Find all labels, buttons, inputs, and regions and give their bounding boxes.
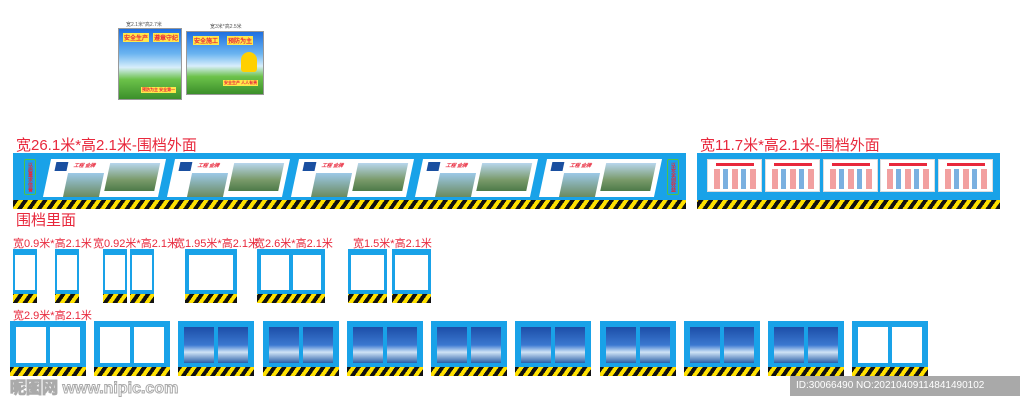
banner-segment: 工程 金牌 [538,159,663,197]
safety-poster: 安全施工 预防为主 安全生产 人人有责 [186,31,264,95]
safety-board [938,159,993,192]
poster-slogan: 遵章守纪 [153,33,180,42]
size-label: 宽1.95米*高2.1米 [174,238,259,250]
hoarding-panel [263,321,339,376]
poster-slogan: 预防为主 安全第一 [141,87,177,93]
hoarding-panel [600,321,676,376]
hoarding-panel [10,321,86,376]
hoarding-panel [178,321,254,376]
hazard-stripe [263,367,339,376]
hazard-stripe [130,294,154,303]
safety-board [880,159,935,192]
hazard-stripe [347,367,423,376]
hoarding-panel [347,321,423,376]
hazard-stripe [13,294,37,303]
banner-segment: 工程 金牌 [166,159,291,197]
left-slogan: 以质量求信誉 [24,159,36,195]
hazard-stripe [392,294,431,303]
hoarding-panel [130,249,154,303]
hazard-stripe [103,294,127,303]
safety-poster: 安全生产 遵章守纪 预防为主 安全第一 [118,28,182,100]
inner-section-title: 围档里面 [16,212,77,229]
poster-size-label: 宽3米*高2.5米 [210,24,242,30]
hazard-stripe [768,367,844,376]
poster-size-label: 宽2.1米*高2.7米 [126,22,162,28]
hazard-stripe [348,294,387,303]
hazard-stripe [257,294,325,303]
banner-segment: 工程 金牌 [42,159,167,197]
hazard-stripe [697,200,1000,209]
size-label: 宽0.9米*高2.1米 [13,238,92,250]
hazard-stripe [94,367,170,376]
banner-segment: 工程 金牌 [290,159,415,197]
poster-slogan: 安全生产 [123,33,150,42]
worker-cartoon-icon [241,52,257,72]
outer-wall-1-title: 宽26.1米*高2.1米-围档外面 [16,137,197,154]
hoarding-panel [185,249,237,303]
hazard-stripe [515,367,591,376]
hoarding-panel [348,249,387,303]
image-id: ID:30066490 NO:20210409114841490102 [790,376,1020,396]
hoarding-panel [392,249,431,303]
segment-slogan: 工程 金牌 [568,163,592,169]
hazard-stripe [684,367,760,376]
hoarding-panel [257,249,325,303]
hoarding-panel [852,321,928,376]
hazard-stripe [185,294,237,303]
hoarding-panel [431,321,507,376]
banner-segment: 工程 金牌 [414,159,539,197]
hazard-stripe [178,367,254,376]
hazard-stripe [852,367,928,376]
size-label: 宽2.9米*高2.1米 [13,310,92,322]
hoarding-panel [55,249,79,303]
hoarding-panel [103,249,127,303]
hoarding-panel [515,321,591,376]
segment-slogan: 工程 金牌 [72,163,96,169]
watermark: 昵图网 www.nipic.com [9,380,179,398]
size-label: 宽2.6米*高2.1米 [254,238,333,250]
outer-wall-1-banner: 以质量求信誉 工程 金牌 工程 金牌 工程 金牌 工程 金牌 工程 金牌 以安全… [13,153,686,209]
poster-slogan: 安全施工 [193,36,220,45]
size-label: 宽1.5米*高2.1米 [353,238,432,250]
hazard-stripe [10,367,86,376]
hoarding-panel [94,321,170,376]
segment-slogan: 工程 金牌 [320,163,344,169]
size-label: 宽0.92米*高2.1米 [93,238,178,250]
hazard-stripe [600,367,676,376]
safety-board [765,159,820,192]
hoarding-panel [684,321,760,376]
hazard-stripe [55,294,79,303]
hazard-stripe [431,367,507,376]
right-slogan: 以安全创效益 [667,159,679,195]
hoarding-panel [13,249,37,303]
safety-board [707,159,762,192]
outer-wall-2-banner [697,153,1000,209]
safety-board [823,159,878,192]
segment-slogan: 工程 金牌 [444,163,468,169]
poster-slogan: 预防为主 [227,36,254,45]
segment-slogan: 工程 金牌 [196,163,220,169]
outer-wall-2-title: 宽11.7米*高2.1米-围档外面 [700,137,880,154]
hoarding-panel [768,321,844,376]
poster-slogan: 安全生产 人人有责 [223,80,259,86]
hazard-stripe [13,200,686,209]
